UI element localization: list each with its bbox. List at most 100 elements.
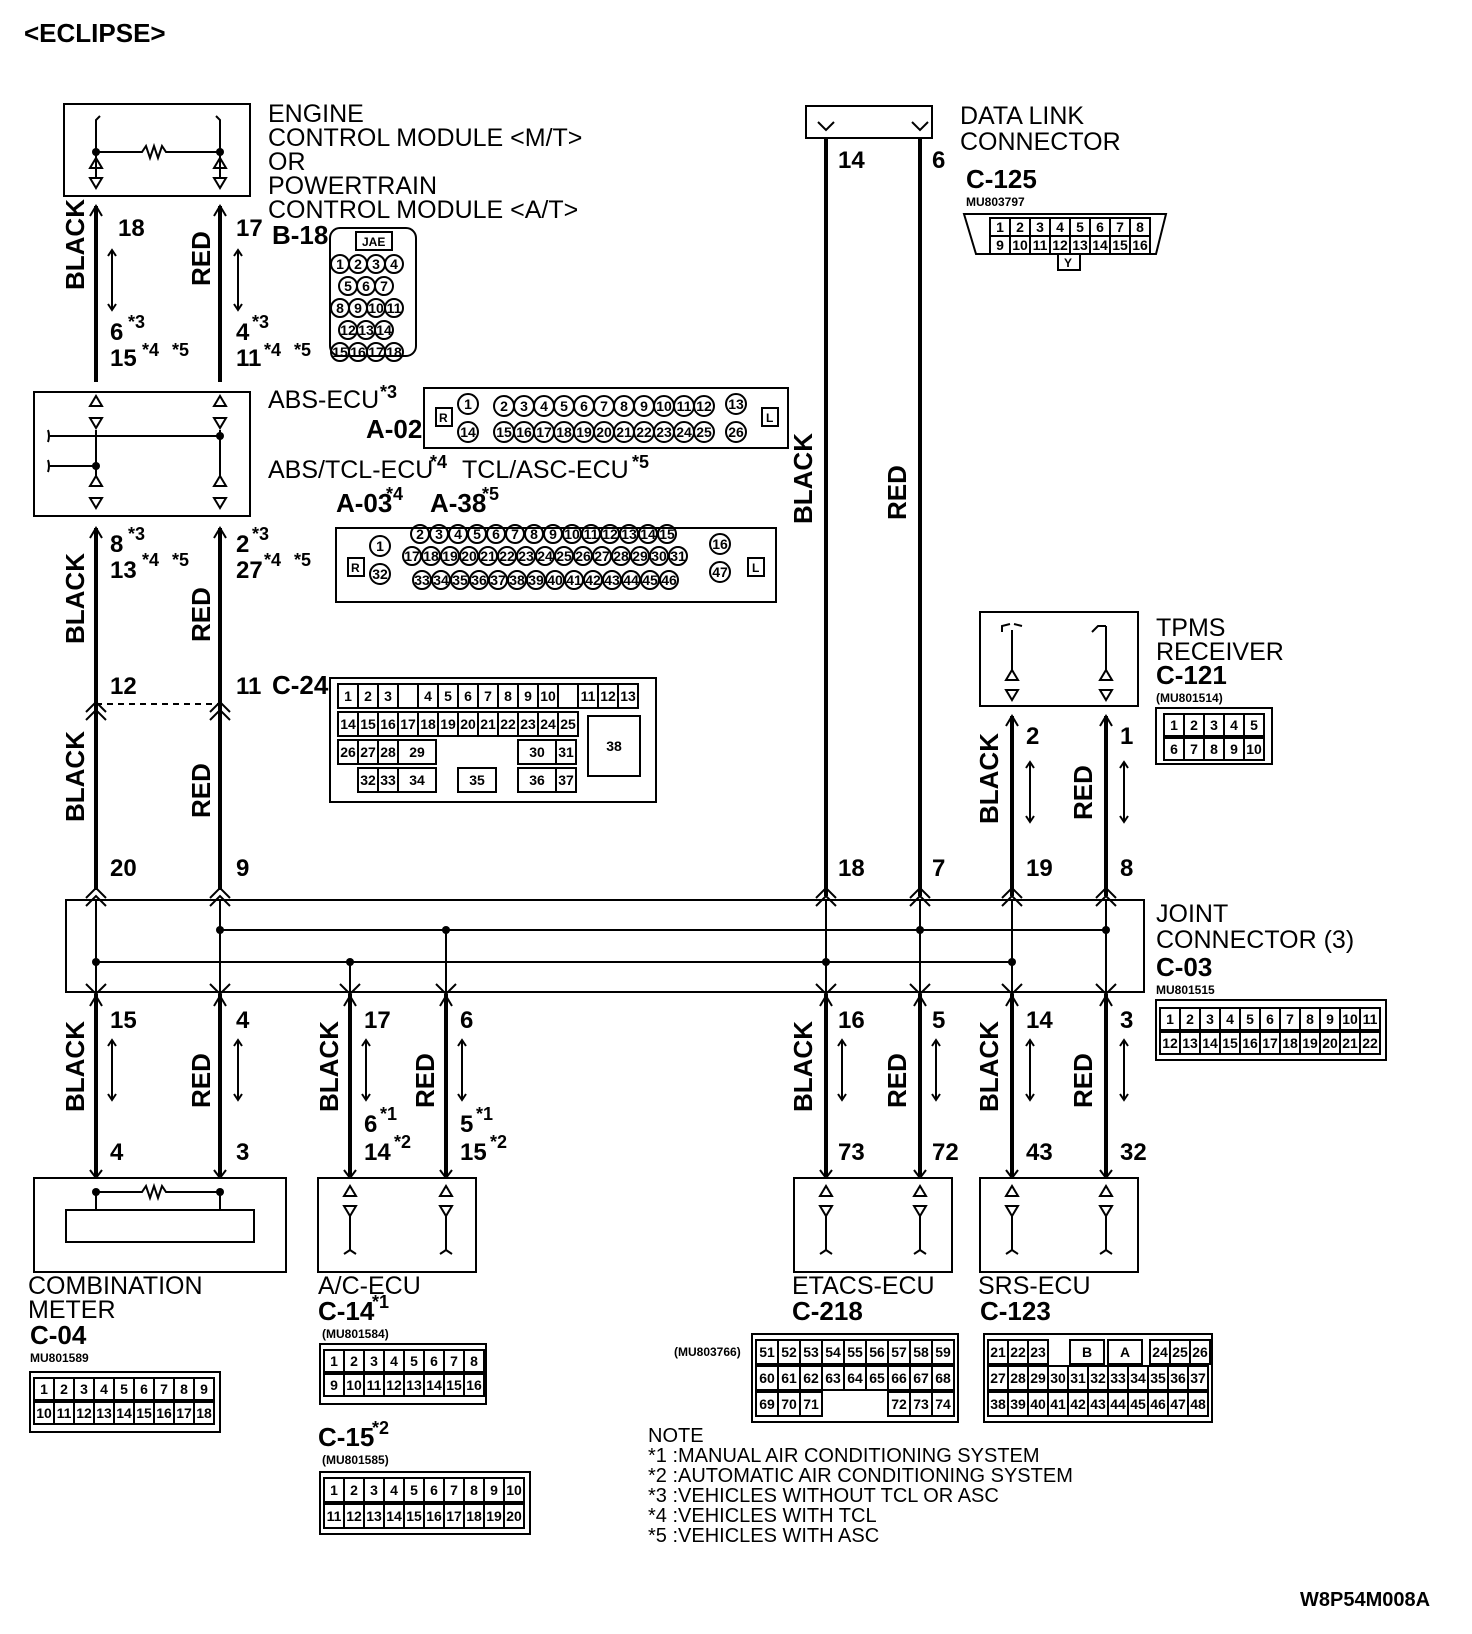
terminal-arrow: [89, 994, 103, 1007]
cell-number: 33: [380, 772, 396, 788]
pin-hole: [384, 298, 404, 318]
wire-label-red-srs: RED: [1068, 1053, 1098, 1108]
model-title: <ECLIPSE>: [24, 18, 166, 48]
wire-label-red-etacs: RED: [882, 1053, 912, 1108]
cell-number: 2: [364, 688, 372, 704]
j3-label-2: CONNECTOR (3): [1156, 926, 1354, 954]
star-4e: *4: [264, 550, 281, 570]
cell-number: 3: [384, 688, 392, 704]
pin-number: 10: [656, 398, 672, 414]
connector-cell: [1243, 713, 1265, 737]
tpms-component: TPMS RECEIVER C-121 (MU801514): [979, 611, 1284, 707]
pin-tpms-red: 1: [1120, 723, 1133, 750]
pin-number: 11: [584, 526, 599, 542]
connector-cell: [397, 739, 437, 765]
cell-number: 2: [350, 1482, 358, 1498]
wire-label-black-dlc: BLACK: [788, 433, 818, 524]
pin-dlc-red: 6: [932, 147, 945, 174]
direction-arrow: [1025, 1038, 1035, 1102]
pin-dlc-black: 14: [838, 147, 865, 174]
pin-number: 26: [728, 424, 744, 440]
wire-label-black-meter: BLACK: [60, 1021, 90, 1112]
terminal-arrow: [213, 994, 227, 1007]
cell-number: 33: [1110, 1370, 1126, 1386]
connector-cell: [1359, 1007, 1381, 1031]
connector-cell: [1243, 737, 1265, 761]
cell-number: 22: [500, 716, 516, 732]
pin-j3-in-dlc-red: 7: [932, 855, 945, 882]
pin-number: 34: [433, 572, 449, 588]
terminal-arrow: [439, 994, 453, 1007]
cell-number: 25: [1172, 1344, 1188, 1360]
cell-number: 13: [620, 688, 636, 704]
cell-number: 73: [913, 1396, 929, 1412]
pin-number: 31: [670, 548, 686, 564]
star-3b: *3: [252, 312, 269, 332]
ecm-connector-id: B-18: [272, 220, 328, 250]
cell-number: 3: [1206, 1011, 1214, 1027]
star-5c: *5: [482, 484, 499, 504]
connector-cell: [193, 1377, 215, 1401]
pin-number: 21: [480, 548, 496, 564]
cell-number: 42: [1070, 1396, 1086, 1412]
figure-code: W8P54M008A: [1300, 1589, 1430, 1611]
cell-number: 34: [1130, 1370, 1146, 1386]
pin-number: 14: [376, 322, 392, 338]
cell-number: 5: [410, 1482, 418, 1498]
cell-number: 10: [540, 688, 556, 704]
cell-number: 2: [60, 1381, 68, 1397]
pin-number: 28: [613, 548, 629, 564]
cell-number: 6: [140, 1381, 148, 1397]
cell-number: 57: [891, 1344, 907, 1360]
connector-cell: [1359, 1031, 1381, 1055]
cell-number: 14: [386, 1508, 402, 1524]
cell-number: 11: [367, 1377, 382, 1393]
tpms-label-1: TPMS: [1156, 614, 1225, 642]
cell-number: 46: [1150, 1396, 1166, 1412]
pin-number: 16: [350, 344, 366, 360]
abs-connector-id: A-02: [366, 414, 422, 444]
svg-text:L: L: [752, 561, 759, 575]
connector-cell: [463, 1349, 485, 1373]
pin-j3-out-4: 6: [460, 1007, 473, 1034]
pin-hole: [457, 393, 479, 415]
cell-number: 29: [1030, 1370, 1046, 1386]
cell-number: 4: [1056, 219, 1064, 235]
cell-number: 68: [935, 1370, 951, 1386]
star-4c: *4: [386, 484, 403, 504]
pin-j3-out-3: 17: [364, 1007, 391, 1034]
star-4a: *4: [142, 340, 159, 360]
pin-number: 30: [651, 548, 667, 564]
cell-number: 58: [913, 1344, 929, 1360]
direction-arrow: [837, 1038, 847, 1102]
cell-number: 35: [1150, 1370, 1166, 1386]
cell-number: 18: [466, 1508, 482, 1524]
cell-number: 12: [1052, 237, 1068, 253]
connector-cell: [1027, 1339, 1049, 1365]
cell-number: 19: [440, 716, 456, 732]
cell-number: 13: [1182, 1035, 1198, 1051]
pin-abs-bot-black-2: 13: [110, 557, 137, 584]
j3-label-1: JOINT: [1156, 900, 1228, 928]
cell-number: 15: [360, 716, 376, 732]
cell-number: 10: [1246, 741, 1262, 757]
notes: NOTE *1 :MANUAL AIR CONDITIONING SYSTEM …: [648, 1425, 1073, 1547]
cell-number: 5: [410, 1353, 418, 1369]
dlc-label-2: CONNECTOR: [960, 128, 1121, 156]
svg-text:L: L: [766, 411, 773, 425]
cell-number: 17: [446, 1508, 462, 1524]
cell-number: 47: [1170, 1396, 1186, 1412]
direction-arrow: [1119, 1038, 1129, 1102]
cell-number: 7: [484, 688, 492, 704]
pin-number: 17: [536, 424, 552, 440]
cell-number: 13: [96, 1405, 112, 1421]
cell-number: 14: [1092, 237, 1108, 253]
direction-arrow: [457, 1038, 467, 1102]
cell-number: 1: [330, 1353, 338, 1369]
cell-number: 14: [1202, 1035, 1218, 1051]
dlc-label-1: DATA LINK: [960, 102, 1084, 130]
cell-number: 63: [825, 1370, 841, 1386]
